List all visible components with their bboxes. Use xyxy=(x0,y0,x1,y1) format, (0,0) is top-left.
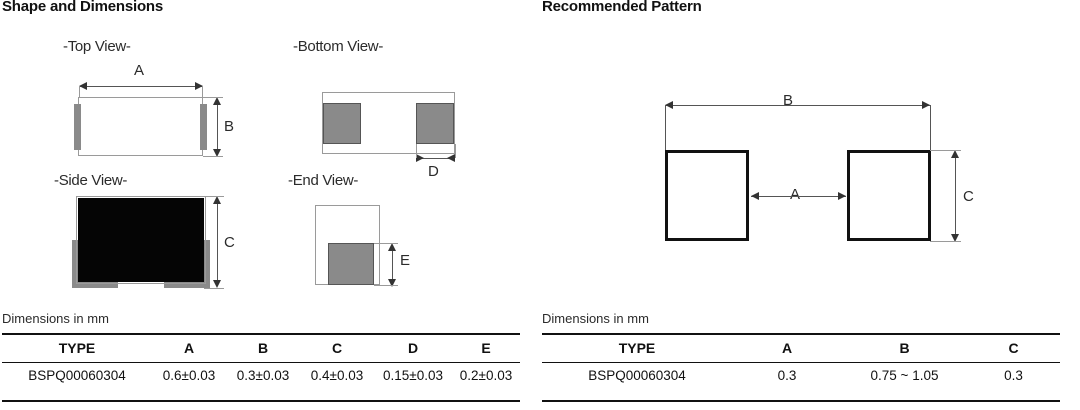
pattern-table-bottom-rule xyxy=(542,400,1060,402)
top-view-dim-a-ext-left xyxy=(79,86,80,100)
pattern-dim-a-label: A xyxy=(790,186,801,203)
bottom-view-dim-d-arrow-left xyxy=(416,154,424,162)
shape-col-e: E xyxy=(452,333,520,363)
bottom-view-dim-d-ext-right xyxy=(455,144,456,158)
bottom-view-dim-d-line xyxy=(416,158,455,159)
pattern-dim-a-line xyxy=(751,196,846,197)
top-view-dim-b-arrow-down xyxy=(213,149,221,157)
pattern-cell-type: BSPQ00060304 xyxy=(542,362,732,389)
side-view-body xyxy=(78,198,204,282)
pattern-col-b: B xyxy=(842,333,967,363)
side-view-dim-c-ext-bottom xyxy=(204,288,224,289)
pattern-dim-c-label: C xyxy=(963,188,974,205)
shape-cell-b: 0.3±0.03 xyxy=(226,362,300,389)
top-view-dim-a-arrow-right xyxy=(195,82,203,90)
shape-col-d: D xyxy=(374,333,452,363)
pattern-col-type: TYPE xyxy=(542,333,732,363)
end-view-dim-e-label: E xyxy=(400,252,411,269)
pattern-dim-c-ext-bottom xyxy=(930,241,961,242)
pattern-dim-b-arrow-left xyxy=(665,101,673,109)
shape-col-type: TYPE xyxy=(2,333,152,363)
top-view-dim-a-ext-right xyxy=(202,86,203,100)
side-view-dim-c-arrow-down xyxy=(213,280,221,288)
top-view-terminal-left xyxy=(74,104,81,150)
pattern-cell-b: 0.75 ~ 1.05 xyxy=(842,362,967,389)
pattern-dim-c-ext-top xyxy=(930,150,961,151)
bottom-view-label: -Bottom View- xyxy=(293,38,384,55)
side-view-dim-c-ext-top xyxy=(204,196,224,197)
bottom-view-dim-d-ext-left xyxy=(416,144,417,158)
pattern-units-note: Dimensions in mm xyxy=(542,311,649,326)
pattern-dim-b-arrow-right xyxy=(922,101,930,109)
pattern-dim-b-ext-right xyxy=(930,105,931,153)
top-view-dim-b-line xyxy=(217,99,218,155)
shape-section-title: Shape and Dimensions xyxy=(2,0,164,15)
pattern-col-a: A xyxy=(732,333,842,363)
shape-units-note: Dimensions in mm xyxy=(2,311,109,326)
pattern-col-c: C xyxy=(967,333,1060,363)
side-view-dim-c-arrow-up xyxy=(213,196,221,204)
pattern-dim-a-arrow-left xyxy=(751,192,759,200)
top-view-dim-b-ext-top xyxy=(203,97,223,98)
pattern-pad-left xyxy=(665,150,749,241)
end-view-dim-e-arrow-down xyxy=(388,279,396,287)
top-view-dim-a-line xyxy=(79,86,203,87)
pattern-dim-b-line xyxy=(665,105,930,106)
shape-cell-type: BSPQ00060304 xyxy=(2,362,152,389)
end-view-dim-e-ext-top xyxy=(374,243,398,244)
pattern-dim-b-label: B xyxy=(783,92,794,109)
shape-cell-c: 0.4±0.03 xyxy=(300,362,374,389)
table-row: BSPQ00060304 0.6±0.03 0.3±0.03 0.4±0.03 … xyxy=(2,362,520,389)
side-view-label: -Side View- xyxy=(54,172,128,189)
pattern-section-title: Recommended Pattern xyxy=(542,0,702,15)
side-view-dim-c-line xyxy=(217,198,218,286)
top-view-dim-a-arrow-left xyxy=(79,82,87,90)
end-view-dim-e-line xyxy=(392,245,393,285)
shape-col-a: A xyxy=(152,333,226,363)
top-view-dim-b-arrow-up xyxy=(213,97,221,105)
top-view-terminal-right xyxy=(200,104,207,150)
table-header-row: TYPE A B C xyxy=(542,333,1060,363)
table-row: BSPQ00060304 0.3 0.75 ~ 1.05 0.3 xyxy=(542,362,1060,389)
end-view-dim-e-arrow-up xyxy=(388,243,396,251)
pattern-dim-b-ext-left xyxy=(665,105,666,153)
recommended-pattern-panel: Recommended Pattern B A C Dimensions in … xyxy=(540,0,1080,410)
shape-col-c: C xyxy=(300,333,374,363)
pattern-dim-c-arrow-up xyxy=(951,150,959,158)
pattern-dim-c-line xyxy=(955,152,956,240)
top-view-dim-b-label: B xyxy=(224,118,235,135)
bottom-view-dim-d-label: D xyxy=(428,163,439,180)
side-view-dim-c-label: C xyxy=(224,234,235,251)
end-view-terminal xyxy=(328,243,374,285)
top-view-dim-a-label: A xyxy=(134,62,145,79)
pattern-dimensions-table: TYPE A B C BSPQ00060304 0.3 0.75 ~ 1.05 … xyxy=(542,333,1060,389)
top-view-body xyxy=(78,97,203,156)
bottom-view-dim-d-arrow-right xyxy=(447,154,455,162)
shape-col-b: B xyxy=(226,333,300,363)
pattern-dim-a-arrow-right xyxy=(838,192,846,200)
shape-cell-a: 0.6±0.03 xyxy=(152,362,226,389)
shape-and-dimensions-panel: Shape and Dimensions -Top View- A B -Bot… xyxy=(2,0,520,402)
shape-table-bottom-rule xyxy=(2,400,520,402)
shape-dimensions-table: TYPE A B C D E BSPQ00060304 0.6±0.03 0.3… xyxy=(2,333,520,389)
end-view-dim-e-ext-bottom xyxy=(374,285,398,286)
top-view-label: -Top View- xyxy=(63,38,131,55)
side-view-body-outline xyxy=(76,196,206,284)
bottom-view-pad-right xyxy=(416,103,454,144)
shape-cell-d: 0.15±0.03 xyxy=(374,362,452,389)
top-view-dim-b-ext-bottom xyxy=(203,156,223,157)
end-view-label: -End View- xyxy=(288,172,359,189)
shape-cell-e: 0.2±0.03 xyxy=(452,362,520,389)
pattern-cell-a: 0.3 xyxy=(732,362,842,389)
bottom-view-pad-left xyxy=(323,103,361,144)
pattern-pad-right xyxy=(847,150,931,241)
table-header-row: TYPE A B C D E xyxy=(2,333,520,363)
pattern-cell-c: 0.3 xyxy=(967,362,1060,389)
pattern-dim-c-arrow-down xyxy=(951,234,959,242)
